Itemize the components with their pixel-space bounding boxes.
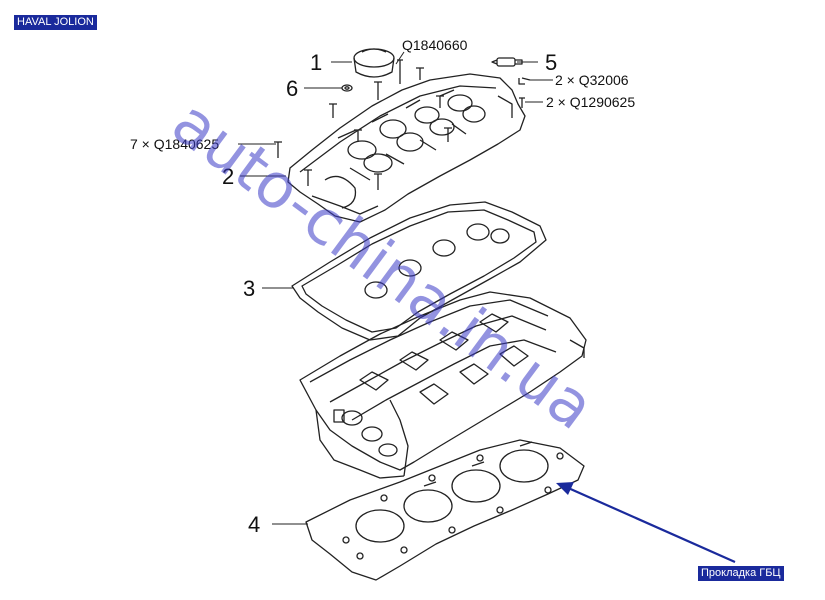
oil-filler-cap xyxy=(353,48,395,78)
code-q32006: 2 × Q32006 xyxy=(555,72,629,88)
part-number-1: 1 xyxy=(310,50,322,75)
callout-arrow xyxy=(556,482,736,564)
code-q1290625: 2 × Q1290625 xyxy=(546,94,635,110)
head-gasket xyxy=(305,439,585,581)
valve-cover xyxy=(287,73,526,223)
bolts xyxy=(274,59,531,190)
code-q1840660: Q1840660 xyxy=(402,37,468,53)
part-number-3: 3 xyxy=(243,276,255,301)
part-number-4: 4 xyxy=(248,512,260,537)
valve-cover-gasket xyxy=(291,201,547,341)
code-q1840625: 7 × Q1840625 xyxy=(130,136,219,152)
brand-label: HAVAL JOLION xyxy=(14,15,97,30)
leader-lines xyxy=(238,51,553,525)
watermark-text: auto-china.in.ua xyxy=(159,85,608,444)
part-number-5: 5 xyxy=(545,50,557,75)
part-number-2: 2 xyxy=(222,164,234,189)
washer xyxy=(341,84,353,92)
cylinder-head xyxy=(299,291,587,479)
part-number-6: 6 xyxy=(286,76,298,101)
callout-label: Прокладка ГБЦ xyxy=(698,566,784,581)
